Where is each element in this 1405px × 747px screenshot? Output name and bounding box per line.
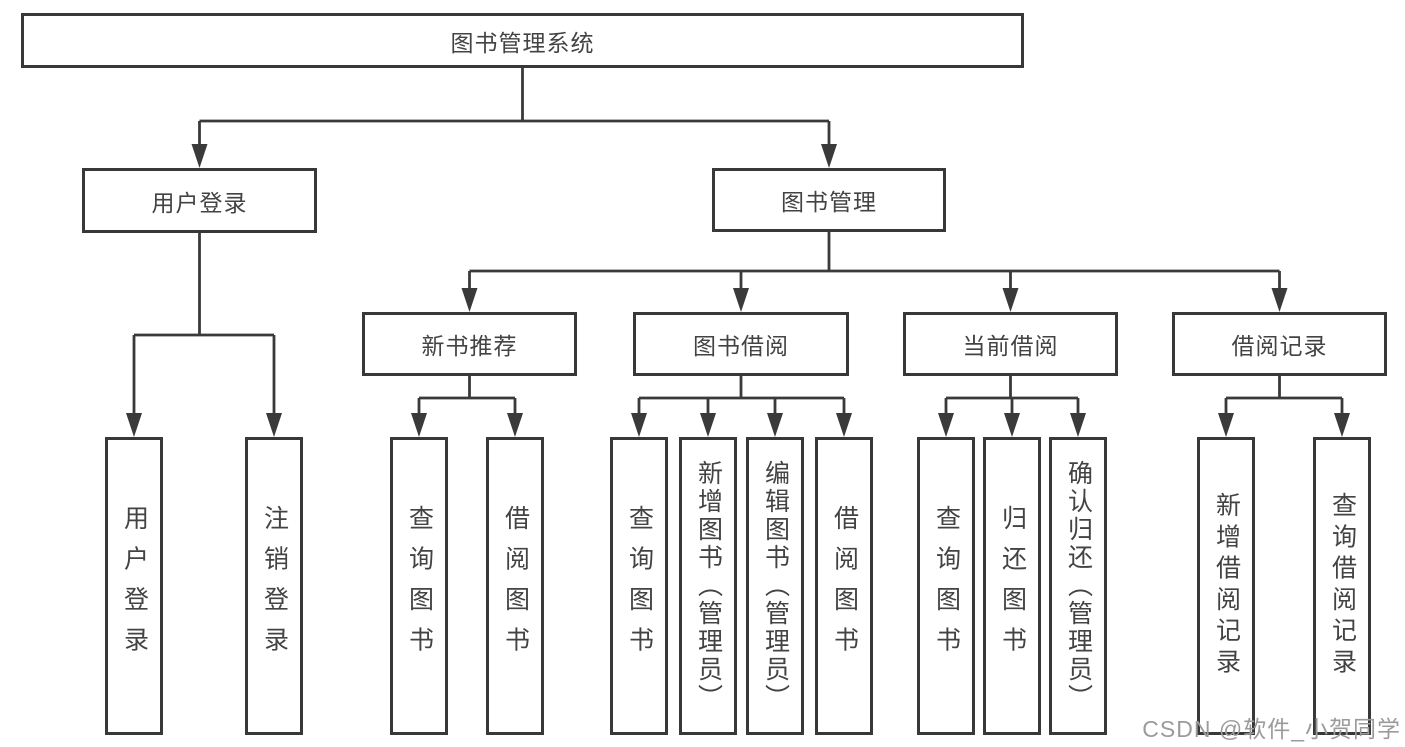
arrowhead-icon	[631, 413, 647, 437]
node-label: 编辑图书（管理员）	[761, 460, 790, 712]
node-label: 查询图书	[405, 505, 434, 667]
node-root: 图书管理系统	[21, 13, 1024, 68]
node-book-mgmt: 图书管理	[712, 168, 946, 232]
arrowhead-icon	[1070, 413, 1086, 437]
node-label: 查询图书	[625, 505, 654, 667]
node-leaf-br-query: 查询借阅记录	[1313, 437, 1371, 735]
node-label: 新增图书（管理员）	[694, 460, 723, 712]
edge-root	[191, 68, 837, 168]
node-leaf-bb-query: 查询图书	[610, 437, 668, 735]
node-label: 借阅图书	[501, 505, 530, 667]
node-leaf-bb-add: 新增图书（管理员）	[679, 437, 737, 735]
node-leaf-rec-query: 查询图书	[390, 437, 448, 735]
node-label: 新书推荐	[421, 333, 518, 359]
node-borrow-records: 借阅记录	[1172, 312, 1387, 376]
node-leaf-br-add: 新增借阅记录	[1197, 437, 1255, 735]
arrowhead-icon	[461, 288, 478, 312]
node-label: 确认归还（管理员）	[1064, 460, 1093, 712]
arrowhead-icon	[507, 413, 523, 437]
edge-user-login	[126, 233, 282, 437]
arrowhead-icon	[1334, 413, 1350, 437]
node-new-book-rec: 新书推荐	[362, 312, 577, 376]
node-current-borrow: 当前借阅	[903, 312, 1118, 376]
arrowhead-icon	[411, 413, 427, 437]
node-leaf-logout: 注销登录	[245, 437, 303, 735]
edge-new-book-rec	[411, 376, 523, 437]
node-book-borrow: 图书借阅	[633, 312, 849, 376]
node-leaf-bb-edit: 编辑图书（管理员）	[746, 437, 804, 735]
node-label: 借阅图书	[830, 505, 859, 667]
arrowhead-icon	[266, 413, 282, 437]
arrowhead-icon	[700, 413, 716, 437]
edge-borrow-records	[1218, 376, 1350, 437]
node-user-login: 用户登录	[82, 168, 317, 233]
arrowhead-icon	[1271, 288, 1288, 312]
arrowhead-icon	[1004, 413, 1020, 437]
edge-book-mgmt	[461, 232, 1288, 312]
node-leaf-cb-query: 查询图书	[917, 437, 975, 735]
node-leaf-rec-borrow: 借阅图书	[486, 437, 544, 735]
node-label: 图书管理系统	[450, 29, 595, 56]
edge-current-borrow	[938, 376, 1086, 437]
node-label: 当前借阅	[962, 333, 1059, 359]
node-label: 归还图书	[998, 505, 1027, 667]
node-leaf-bb-borrow: 借阅图书	[815, 437, 873, 735]
arrowhead-icon	[767, 413, 783, 437]
node-label: 注销登录	[260, 505, 289, 667]
node-label: 图书管理	[781, 189, 877, 215]
arrowhead-icon	[1002, 288, 1019, 312]
arrowhead-icon	[821, 144, 837, 168]
arrowhead-icon	[1218, 413, 1234, 437]
node-label: 图书借阅	[693, 333, 789, 359]
node-leaf-user-login: 用户登录	[105, 437, 163, 735]
arrowhead-icon	[836, 413, 852, 437]
node-label: 借阅记录	[1231, 333, 1328, 359]
arrowhead-icon	[733, 288, 749, 312]
node-leaf-cb-confirm: 确认归还（管理员）	[1049, 437, 1107, 735]
edge-book-borrow	[631, 376, 852, 437]
csdn-watermark: CSDN @软件_小贺同学	[1142, 716, 1401, 742]
arrowhead-icon	[938, 413, 954, 437]
node-label: 查询图书	[932, 505, 961, 667]
node-leaf-cb-return: 归还图书	[983, 437, 1041, 735]
node-label: 查询借阅记录	[1328, 492, 1357, 680]
node-label: 新增借阅记录	[1212, 492, 1241, 680]
node-label: 用户登录	[151, 189, 248, 216]
arrowhead-icon	[126, 413, 142, 437]
node-label: 用户登录	[120, 505, 149, 667]
arrowhead-icon	[191, 144, 208, 168]
